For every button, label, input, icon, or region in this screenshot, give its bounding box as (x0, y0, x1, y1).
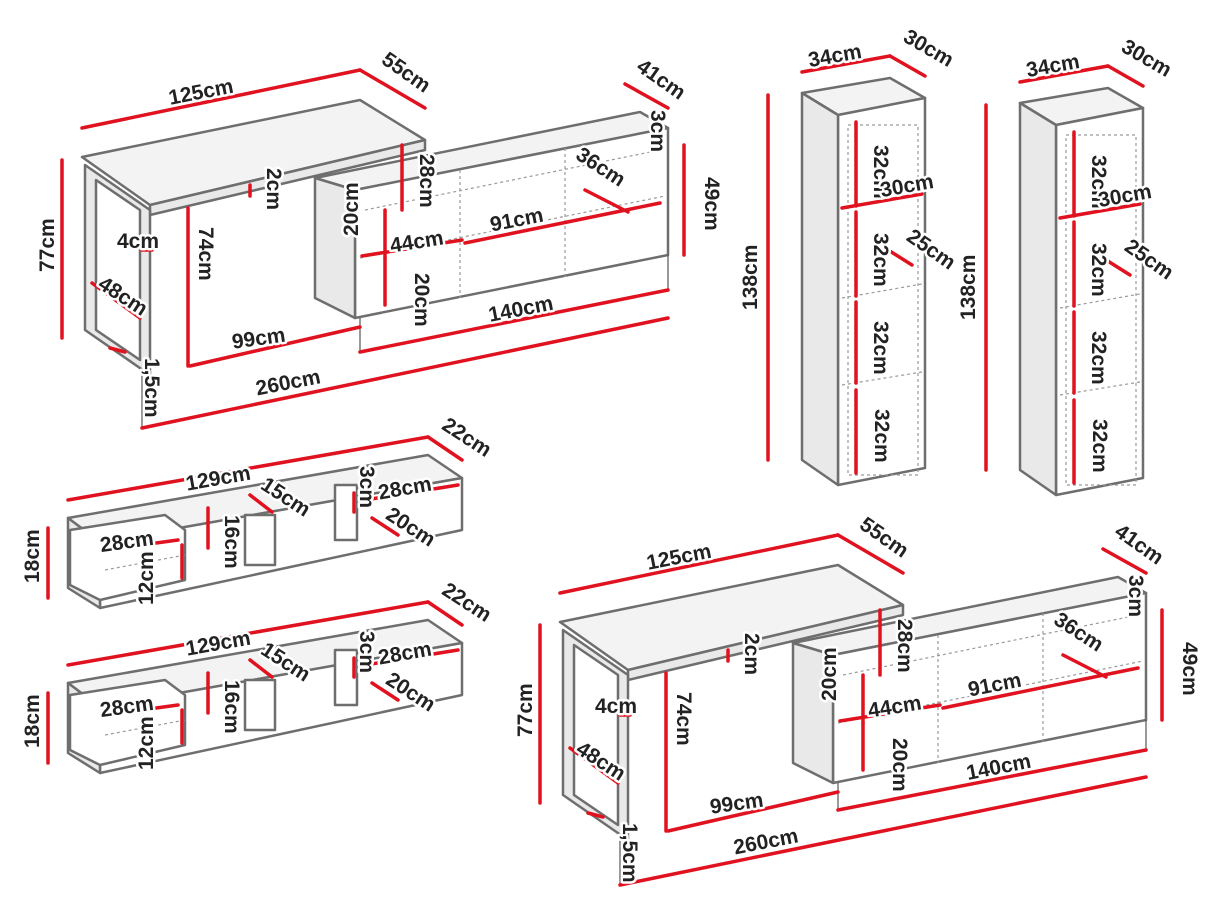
label-shelf-2: 32cm (1087, 243, 1110, 297)
label-cabinet-width: 140cm (487, 292, 556, 327)
bookcase-left: 34cm 30cm 138cm 32cm 32cm 32cm 32cm 30cm… (737, 23, 962, 487)
label-shelf-height: 18cm (21, 529, 44, 583)
label-shelf-2: 32cm (869, 233, 892, 287)
dim-base-line (108, 346, 127, 354)
label-upper: 28cm (415, 154, 438, 208)
label-divider: 16cm (220, 680, 243, 734)
label-divider: 16cm (220, 515, 243, 569)
dim-bookcase-width-line (800, 54, 892, 74)
wall-shelf-box (68, 513, 187, 602)
dim-shelf-length-line (66, 435, 430, 502)
label-bookcase-height: 138cm (739, 245, 762, 310)
dim-cabinet-width-line (358, 288, 670, 354)
label-gap: 99cm (708, 789, 764, 819)
label-height: 77cm (514, 683, 537, 737)
label-cabinet-depth: 41cm (632, 55, 689, 105)
wall-shelf-upper: 129cm 22cm 18cm 28cm 12cm 16cm 15cm 3cm … (19, 411, 498, 610)
label-box-height: 12cm (135, 716, 158, 770)
label-cabinet-depth: 41cm (1110, 520, 1167, 570)
wall-shelf-divider (333, 483, 359, 542)
label-drawer-b: 20cm (410, 273, 433, 327)
label-shelf-4: 32cm (870, 409, 893, 463)
label-gap: 99cm (230, 324, 286, 354)
dim-shelf-depth-line (426, 435, 464, 462)
dim-depth-line (358, 68, 427, 110)
label-drawer-a: 20cm (818, 647, 841, 701)
desk-set-top-left: 125cm 55cm 41cm 3cm 77cm 74cm 2cm 4cm 48… (34, 45, 726, 430)
wall-shelf-slot (243, 513, 277, 567)
label-top-thickness: 2cm (740, 633, 763, 675)
cabinet-side (313, 176, 357, 320)
cabinet-shelf-line (364, 149, 661, 211)
label-panel: 4cm (117, 230, 159, 253)
label-cabinet-top: 3cm (646, 110, 669, 152)
label-thickness: 3cm (355, 466, 378, 508)
label-panel: 4cm (595, 695, 637, 718)
desk-leg-opening (572, 643, 620, 827)
label-shelf-1: 32cm (869, 145, 892, 199)
label-drawer-b: 20cm (888, 738, 911, 792)
label-base: 1,5cm (140, 358, 163, 418)
dim-shelf-depth-line (583, 188, 630, 214)
label-upper: 28cm (893, 619, 916, 673)
label-shelf-height: 18cm (21, 694, 44, 748)
label-bookcase-width: 34cm (807, 40, 864, 72)
bookcase-side (800, 91, 840, 487)
label-leg-height: 74cm (194, 227, 217, 281)
dim-compartment-line (463, 201, 662, 245)
desk-set-bottom-right: 125cm 55cm 41cm 3cm 77cm 74cm 2cm 4cm 48… (512, 510, 1204, 887)
dim-drawer-width-line (360, 238, 464, 258)
bookcase-right: 34cm 30cm 138cm 32cm 32cm 32cm 32cm 30cm… (955, 33, 1180, 497)
label-shelf-3: 32cm (1087, 331, 1110, 385)
label-drawer-a: 20cm (340, 182, 363, 236)
label-shelf-depth: 22cm (438, 413, 496, 462)
dim-width-line (80, 68, 362, 130)
label-cabinet-height: 49cm (700, 177, 723, 231)
dim-cabinet-depth-line (623, 82, 670, 110)
label-depth: 55cm (377, 48, 434, 98)
label-box-height: 12cm (135, 551, 158, 605)
label-leg-height: 74cm (672, 692, 695, 746)
desk-leg-opening (94, 178, 142, 362)
label-top-thickness: 2cm (262, 168, 285, 210)
dim-total-line (140, 316, 670, 430)
label-total: 260cm (254, 365, 323, 400)
wall-shelf-lower: 129cm 22cm 18cm 28cm 12cm 16cm 15cm 3cm … (19, 576, 498, 775)
label-depth: 55cm (855, 513, 912, 563)
bookcase-side (1018, 101, 1058, 497)
label-cabinet-top: 3cm (1124, 575, 1147, 617)
dim-bookcase-depth-line (888, 54, 927, 78)
dim-leg-depth-line (90, 281, 142, 320)
label-shelf-4: 32cm (1088, 419, 1111, 473)
label-bookcase-width: 34cm (1025, 50, 1082, 82)
cabinet-side (791, 641, 835, 785)
label-thickness: 3cm (355, 631, 378, 673)
label-bookcase-height: 138cm (957, 255, 980, 320)
label-height: 77cm (36, 218, 59, 272)
label-shelf-1: 32cm (1087, 155, 1110, 209)
label-cabinet-height: 49cm (1178, 642, 1201, 696)
label-shelf-depth: 22cm (438, 578, 496, 627)
label-base: 1,5cm (618, 823, 641, 883)
dim-gap-line (188, 325, 362, 368)
label-shelf-3: 32cm (869, 321, 892, 375)
